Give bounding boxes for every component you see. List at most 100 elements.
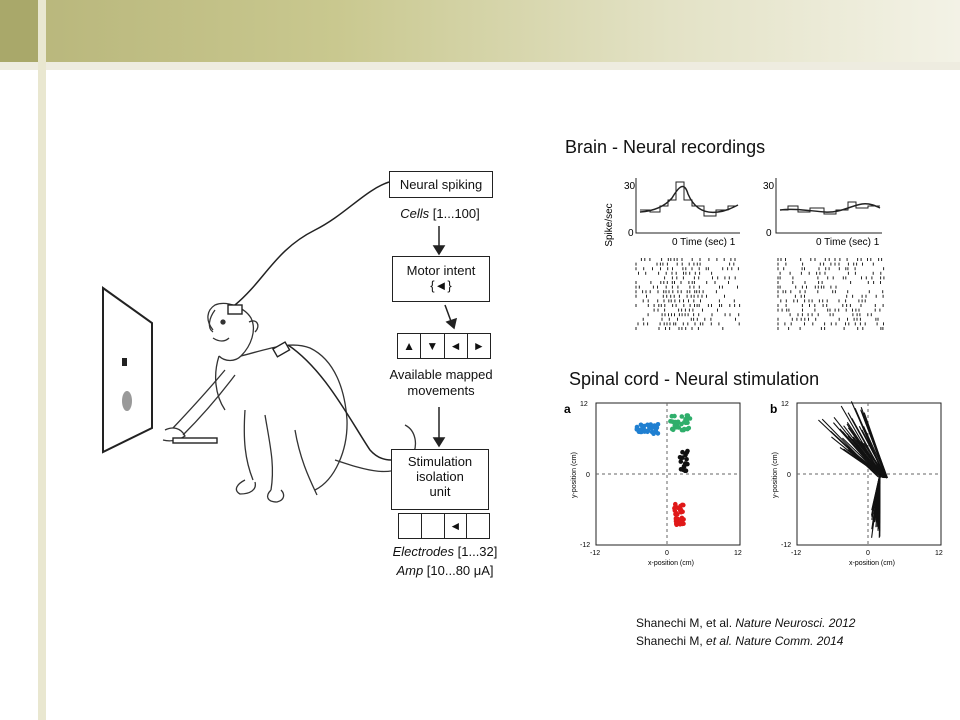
neural-spiking-box: Neural spiking xyxy=(389,171,493,198)
vector-line xyxy=(863,442,888,479)
vector-line xyxy=(863,412,888,479)
monkey-illustration xyxy=(102,181,458,503)
move-down-icon: ▼ xyxy=(421,334,445,358)
scatter-point xyxy=(685,413,691,418)
scatter-point xyxy=(671,419,676,425)
citation-2: Shanechi M, et al. Nature Comm. 2014 xyxy=(636,634,843,648)
x-axis-label-right: 0 Time (sec) 1 xyxy=(816,237,880,248)
stimulation-position-panels: a 12 0 -12 -12 0 12 x-position (cm) y-po… xyxy=(564,401,943,567)
scatter-point xyxy=(678,459,684,464)
recording-wire xyxy=(234,181,390,306)
citation-2-authors: Shanechi M, xyxy=(636,634,707,648)
vector-line xyxy=(861,429,888,479)
spike-raster-left xyxy=(635,258,741,330)
scatter-point xyxy=(675,512,680,517)
panel-b-xlabel: x-position (cm) xyxy=(849,560,895,567)
stim-line-3: unit xyxy=(429,484,451,499)
joystick-bar xyxy=(172,437,218,444)
stim-line-1: Stimulation xyxy=(407,454,473,469)
scatter-point xyxy=(677,455,683,460)
electrodes-caption: Electrodes [1...32] xyxy=(365,544,525,559)
electrode-cell xyxy=(399,514,422,538)
available-line-2: movements xyxy=(407,383,475,398)
panel-a-xlabel: x-position (cm) xyxy=(648,560,694,567)
vector-line xyxy=(843,425,884,478)
panel-a-xtick-right: 12 xyxy=(734,550,742,557)
stimulation-scatter-points xyxy=(634,413,693,527)
panel-b-ytick-zero: 0 xyxy=(787,472,791,479)
y-tick-0-right: 0 xyxy=(766,228,772,239)
citation-2-journal: et al. Nature Comm. 2014 xyxy=(706,634,844,648)
scatter-point xyxy=(678,507,683,512)
right-psth xyxy=(775,178,882,234)
scatter-point xyxy=(672,505,677,511)
move-right-icon: ► xyxy=(472,339,485,353)
electrode-cell xyxy=(422,514,445,538)
scatter-point xyxy=(634,427,640,432)
vector-line xyxy=(832,422,882,478)
panel-b-xtick-right: 12 xyxy=(935,550,943,557)
neural-spiking-label: Neural spiking xyxy=(399,177,483,192)
scatter-point xyxy=(680,449,685,455)
panel-a-xtick-left: -12 xyxy=(590,550,600,557)
panel-b-xtick-zero: 0 xyxy=(866,550,870,557)
panel-a-ytick-top: 12 xyxy=(580,401,588,408)
stimulation-wire xyxy=(287,344,392,461)
electrodes-range: [1...32] xyxy=(454,544,498,559)
back-connector xyxy=(271,341,291,358)
panel-a-ytick-bottom: -12 xyxy=(580,542,590,549)
panel-a-label: a xyxy=(564,402,571,416)
monkey-figure xyxy=(162,302,417,503)
scatter-point xyxy=(652,424,658,429)
amp-range: [10...80 μA] xyxy=(423,563,494,578)
vector-line xyxy=(833,416,882,478)
scatter-point xyxy=(684,457,689,462)
electrode-cell xyxy=(467,514,489,538)
scatter-point xyxy=(673,501,678,507)
panel-b-ytick-top: 12 xyxy=(781,401,789,408)
flow-arrows xyxy=(432,226,458,448)
vector-line xyxy=(854,407,886,479)
vector-line xyxy=(860,410,888,479)
panel-a-ylabel: y-position (cm) xyxy=(571,452,578,498)
scatter-point xyxy=(682,461,688,466)
vector-line xyxy=(846,423,885,479)
scatter-point xyxy=(679,427,685,433)
scatter-point xyxy=(676,425,681,430)
brain-heading: Brain - Neural recordings xyxy=(565,137,766,157)
left-psth xyxy=(635,178,740,234)
y-tick-0-left: 0 xyxy=(628,228,634,239)
available-line-1: Available mapped xyxy=(389,367,493,382)
amp-label: Amp xyxy=(396,563,424,578)
vector-line xyxy=(847,412,885,479)
scatter-point xyxy=(641,423,647,429)
scatter-point xyxy=(680,502,685,508)
scatter-point xyxy=(678,467,684,472)
scatter-point xyxy=(681,521,686,526)
vector-line xyxy=(871,473,881,511)
electrode-cells-row: ◄ xyxy=(398,513,490,539)
panel-a-ytick-zero: 0 xyxy=(586,472,590,479)
panel-a-xtick-zero: 0 xyxy=(665,550,669,557)
electrode-cell-active-icon: ◄ xyxy=(445,514,468,538)
motor-intent-label: Motor intent xyxy=(406,263,476,278)
scatter-point xyxy=(679,517,685,522)
scatter-point xyxy=(670,427,676,433)
motor-intent-box: Motor intent {◄} xyxy=(392,256,490,302)
panel-b-label: b xyxy=(770,402,777,416)
scatter-point xyxy=(651,431,656,436)
cells-range: [1...100] xyxy=(429,206,480,221)
y-tick-30-left: 30 xyxy=(624,181,636,192)
top-rule xyxy=(0,62,960,70)
x-axis-label-left: 0 Time (sec) 1 xyxy=(672,237,736,248)
vector-line xyxy=(831,436,882,478)
scatter-point xyxy=(672,423,678,428)
panel-b-ytick-bottom: -12 xyxy=(781,542,791,549)
citation-1-authors: Shanechi M, et al. xyxy=(636,616,736,630)
scatter-point xyxy=(677,522,683,527)
movement-vector-lines xyxy=(818,401,889,538)
scatter-point xyxy=(683,416,688,422)
scatter-point xyxy=(655,422,661,427)
scatter-point xyxy=(653,427,659,433)
head-connector xyxy=(227,304,243,315)
